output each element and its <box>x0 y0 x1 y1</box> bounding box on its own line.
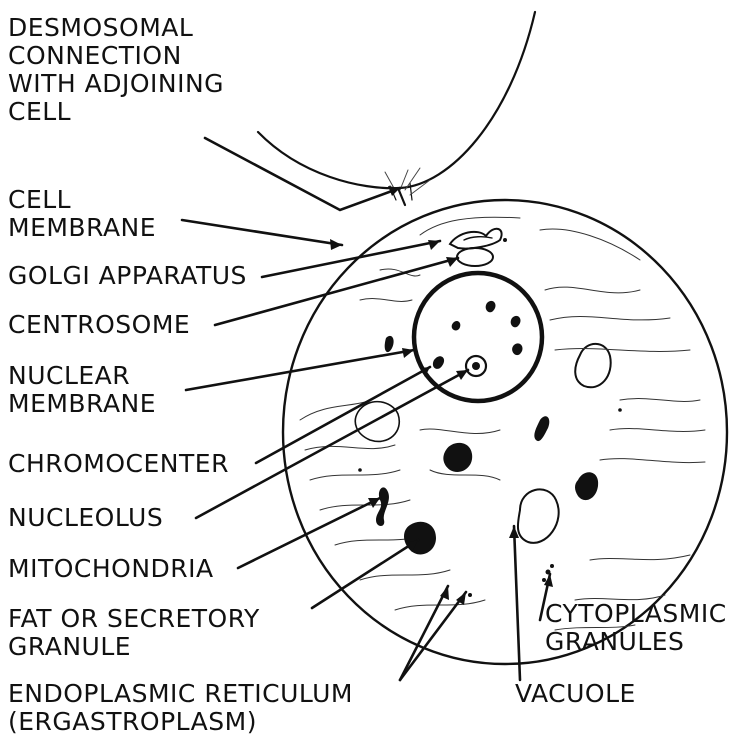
label-vacuole: VACUOLE <box>515 680 636 708</box>
label-mitochondria: MITOCHONDRIA <box>8 555 214 583</box>
label-golgi-apparatus: GOLGI APPARATUS <box>8 262 247 290</box>
chromocenter-3 <box>452 321 461 331</box>
adjoining-cell-outline <box>258 12 535 188</box>
label-line: DESMOSOMAL <box>8 14 224 42</box>
fat-granule-3 <box>575 472 598 500</box>
golgi-apparatus <box>450 229 502 249</box>
chromocenter-2 <box>511 316 521 327</box>
label-endoplasmic-reticulum: ENDOPLASMIC RETICULUM (ERGASTROPLASM) <box>8 680 353 736</box>
label-line: ENDOPLASMIC RETICULUM <box>8 680 353 708</box>
leader-nucleolus <box>196 370 468 518</box>
label-line: MITOCHONDRIA <box>8 555 214 583</box>
leader-nuclear-membrane <box>186 350 414 390</box>
label-line: (ERGASTROPLASM) <box>8 708 353 736</box>
mitochondrion-2 <box>534 416 549 441</box>
chromocenter-4 <box>512 343 522 355</box>
desmosome-link <box>398 188 405 205</box>
label-line: MEMBRANE <box>8 390 156 418</box>
label-fat-granule: FAT OR SECRETORY GRANULE <box>8 605 260 661</box>
label-nuclear-membrane: NUCLEAR MEMBRANE <box>8 362 156 418</box>
fat-granule <box>404 522 436 555</box>
label-cytoplasmic-granules: CYTOPLASMIC GRANULES <box>545 600 727 656</box>
label-line: NUCLEAR <box>8 362 156 390</box>
label-line: GRANULES <box>545 628 727 656</box>
leader-fat-granule <box>312 540 418 608</box>
cell-membrane-outline <box>283 200 727 664</box>
centrosome <box>457 248 493 266</box>
label-line: CYTOPLASMIC <box>545 600 727 628</box>
chromocenter-5 <box>433 356 444 369</box>
label-line: CONNECTION <box>8 42 224 70</box>
label-centrosome: CENTROSOME <box>8 311 190 339</box>
leader-centrosome <box>215 258 458 325</box>
label-line: NUCLEOLUS <box>8 504 163 532</box>
label-line: CHROMOCENTER <box>8 450 229 478</box>
fat-granule-2 <box>443 443 472 472</box>
label-line: GRANULE <box>8 633 260 661</box>
label-nucleolus: NUCLEOLUS <box>8 504 163 532</box>
label-line: CENTROSOME <box>8 311 190 339</box>
vacuole <box>518 489 559 542</box>
label-chromocenter: CHROMOCENTER <box>8 450 229 478</box>
leader-cell-membrane <box>182 220 342 245</box>
label-line: CELL <box>8 186 156 214</box>
label-line: FAT OR SECRETORY <box>8 605 260 633</box>
leader-vacuole <box>514 526 520 680</box>
mitochondrion <box>376 487 389 526</box>
label-line: MEMBRANE <box>8 214 156 242</box>
leader-desmosomal <box>205 138 400 210</box>
label-line: GOLGI APPARATUS <box>8 262 247 290</box>
label-desmosomal: DESMOSOMAL CONNECTION WITH ADJOINING CEL… <box>8 14 224 126</box>
vacuole-2 <box>575 344 610 387</box>
leader-endoplasmic-1 <box>400 586 448 680</box>
label-cell-membrane: CELL MEMBRANE <box>8 186 156 242</box>
leader-mitochondria <box>238 498 380 568</box>
nuclear-membrane <box>414 273 542 401</box>
mitochondrion-3 <box>385 336 394 352</box>
vacuole-3 <box>355 402 399 442</box>
chromocenter <box>486 301 496 312</box>
label-line: VACUOLE <box>515 680 636 708</box>
label-line: CELL <box>8 98 224 126</box>
leader-chromocenter <box>256 367 430 463</box>
label-line: WITH ADJOINING <box>8 70 224 98</box>
